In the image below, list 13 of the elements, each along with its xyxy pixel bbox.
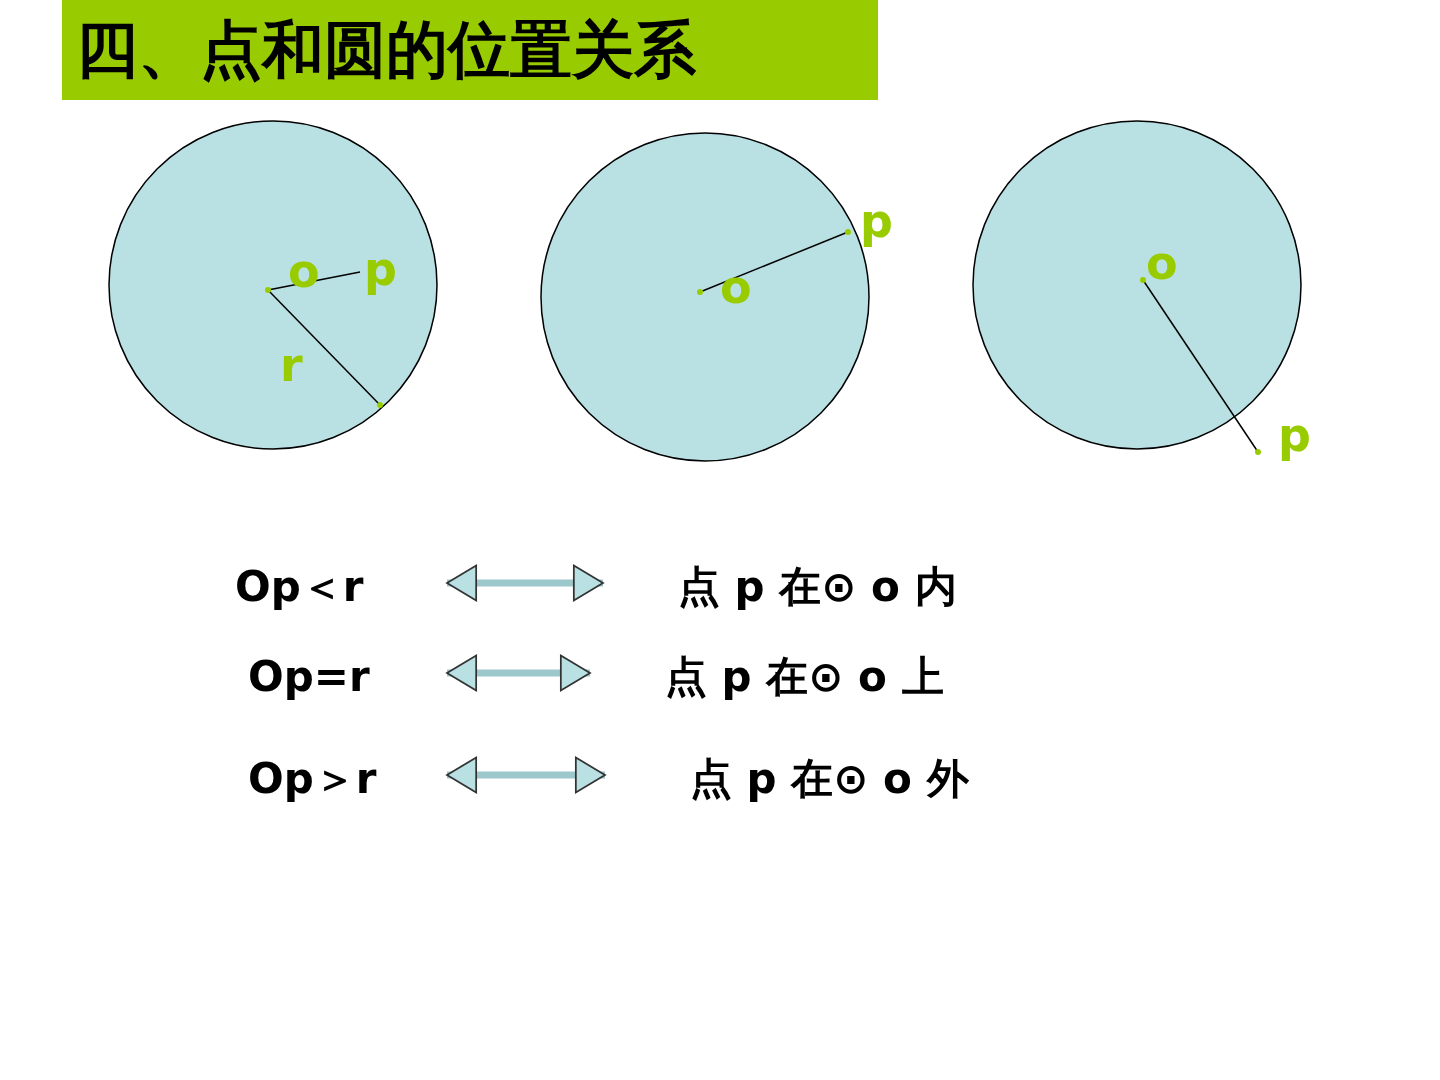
title-banner: 四、点和圆的位置关系 <box>62 0 878 100</box>
double-arrow <box>446 564 604 602</box>
relation-text: 点 p 在⊙ o 内 <box>678 566 957 608</box>
point-label: r <box>280 342 303 388</box>
relation-text: Op=r <box>248 656 370 698</box>
relation-text: 点 p 在⊙ o 外 <box>690 758 969 800</box>
point-label: o <box>720 264 752 310</box>
relation-text: Op＞r <box>248 758 377 800</box>
point-label: o <box>1146 240 1178 286</box>
relation-text: Op＜r <box>235 566 364 608</box>
double-arrow <box>446 756 606 794</box>
double-arrow <box>446 654 591 692</box>
relation-text: 点 p 在⊙ o 上 <box>665 656 944 698</box>
